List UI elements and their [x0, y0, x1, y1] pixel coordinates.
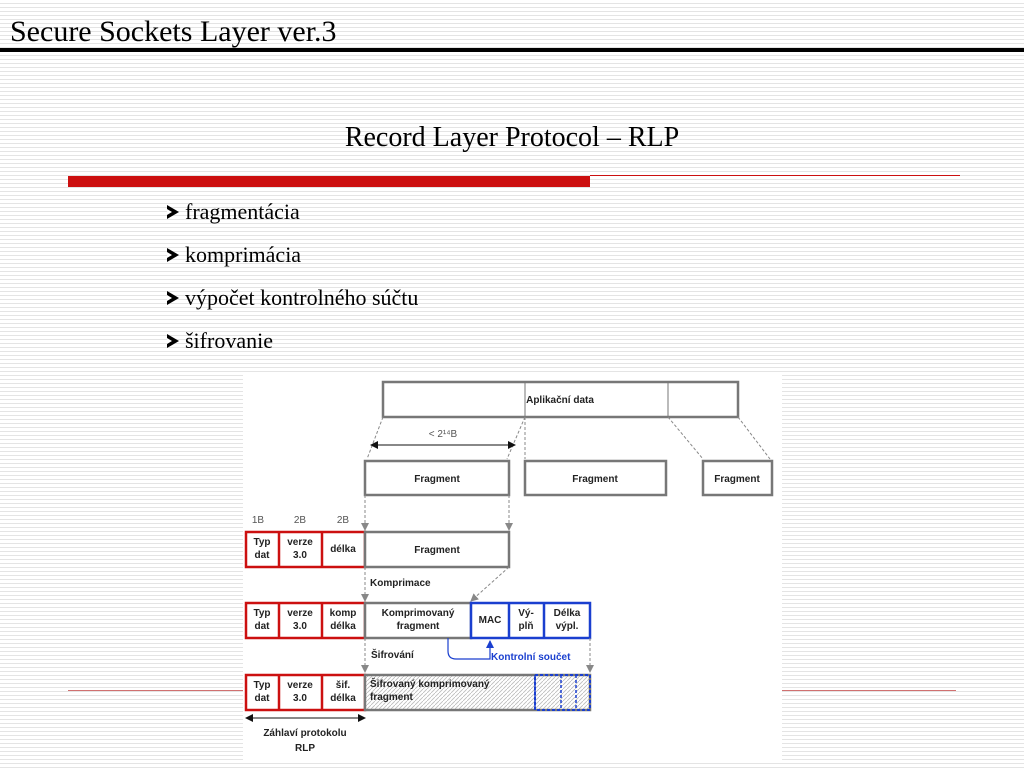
sif-label: šif.	[336, 680, 351, 691]
compression-arrows: Komprimace	[361, 566, 510, 602]
dat-label: dat	[255, 621, 271, 632]
size-dimension: < 2¹⁴B	[370, 429, 516, 449]
record-row-3: Typ dat verze 3.0 šif. délka Šifrovaný k…	[244, 673, 592, 712]
verze-label: verze	[287, 680, 313, 691]
accent-bar	[68, 176, 590, 187]
delka-cap-label: Délka	[554, 608, 581, 619]
bullet-text: šifrovanie	[185, 328, 273, 353]
komprimovany-label: Komprimovaný	[382, 608, 455, 619]
typ-label: Typ	[253, 608, 270, 619]
bullet-text: fragmentácia	[185, 199, 300, 224]
fragment-label: Fragment	[714, 474, 760, 485]
arrow-bullet-icon	[167, 248, 179, 262]
bullet-text: výpočet kontrolného súčtu	[185, 285, 419, 310]
title-divider	[0, 48, 1024, 52]
delka-label: délka	[330, 544, 356, 555]
typ-label: Typ	[253, 537, 270, 548]
zahlavi-label: Záhlaví protokolu	[263, 728, 346, 739]
fragment-label: Fragment	[414, 474, 460, 485]
fragment-lc-label: fragment	[397, 621, 440, 632]
delka-label: délka	[330, 693, 356, 704]
version-label: 3.0	[293, 550, 307, 561]
vy-label: Vý-	[518, 608, 534, 619]
pln-label: plň	[519, 621, 534, 632]
arrow-bullet-icon	[167, 205, 179, 219]
delka-label: délka	[330, 621, 356, 632]
typ-label: Typ	[253, 680, 270, 691]
slide-title: Secure Sockets Layer ver.3	[10, 15, 337, 48]
rlp-diagram: Aplikační data < 2¹⁴B Fragment Fragment …	[243, 373, 782, 762]
komprimace-label: Komprimace	[370, 578, 431, 589]
encryption-arrows: Šifrování Kontrolní součet	[361, 638, 594, 673]
fragment-label: Fragment	[572, 474, 618, 485]
bullet-list: fragmentácia komprimácia výpočet kontrol…	[165, 197, 418, 369]
komp-label: komp	[330, 608, 357, 619]
bullet-item: šifrovanie	[165, 326, 418, 369]
dat-label: dat	[255, 550, 271, 561]
fragment-row: Fragment Fragment Fragment	[363, 459, 774, 497]
arrow-bullet-icon	[167, 291, 179, 305]
verze-label: verze	[287, 537, 313, 548]
size-label: < 2¹⁴B	[429, 429, 458, 440]
header-bracket: Záhlaví protokolu RLP	[245, 714, 366, 754]
fragment-label: Fragment	[414, 545, 460, 556]
size-2b: 2B	[294, 515, 307, 526]
size-1b: 1B	[252, 515, 265, 526]
dat-label: dat	[255, 693, 271, 704]
verze-label: verze	[287, 608, 313, 619]
rlp-diagram-svg: Aplikační data < 2¹⁴B Fragment Fragment …	[244, 380, 774, 754]
arrow-bullet-icon	[167, 334, 179, 348]
down-arrows-1	[361, 495, 513, 531]
bullet-item: fragmentácia	[165, 197, 418, 240]
vypl-label: výpl.	[556, 621, 579, 632]
version-label: 3.0	[293, 693, 307, 704]
sifrovani-label: Šifrování	[371, 648, 415, 661]
bullet-item: komprimácia	[165, 240, 418, 283]
bullet-text: komprimácia	[185, 242, 302, 267]
mac-label: MAC	[479, 615, 502, 626]
accent-rule	[590, 175, 960, 176]
record-row-1: Typ dat verze 3.0 délka Fragment	[244, 530, 511, 569]
size-2b: 2B	[337, 515, 350, 526]
kontrolni-soucet-label: Kontrolní součet	[491, 652, 571, 663]
projection-lines	[366, 416, 771, 460]
slide-subtitle: Record Layer Protocol – RLP	[344, 122, 680, 153]
app-data-box: Aplikační data	[381, 380, 740, 419]
sifrovany-komprimovany-label: Šifrovaný komprimovaný	[370, 677, 490, 690]
version-label: 3.0	[293, 621, 307, 632]
fragment-lc-label: fragment	[370, 692, 413, 703]
bullet-item: výpočet kontrolného súčtu	[165, 283, 418, 326]
record-row-2: Typ dat verze 3.0 komp délka Komprimovan…	[244, 601, 592, 640]
app-data-label: Aplikační data	[526, 395, 594, 406]
rlp-label: RLP	[295, 743, 315, 754]
